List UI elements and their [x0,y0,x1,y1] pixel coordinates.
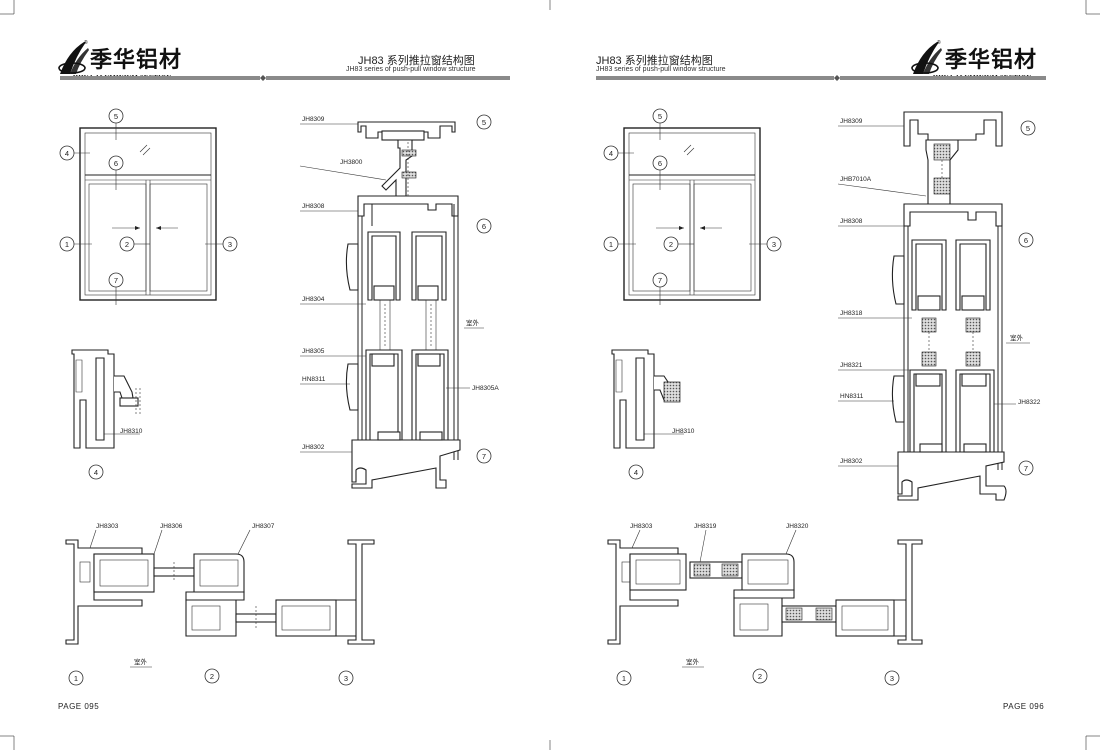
left-window-elevation [73,121,223,305]
left-horizontal-section: JH8303 JH8306 JH8307 室外 1 2 3 [65,523,375,686]
svg-text:JH8318: JH8318 [840,310,863,317]
arrow-left-icon [156,226,178,230]
svg-text:2: 2 [210,672,214,681]
right-page-subtitle: JH83 series of push-pull window structur… [596,66,726,73]
svg-text:JH8319: JH8319 [694,523,717,530]
left-callouts-elevation: 5 4 6 1 2 3 7 [59,108,238,288]
svg-text:JH8304: JH8304 [302,296,325,303]
svg-text:3: 3 [772,240,776,249]
svg-text:1: 1 [609,240,613,249]
right-page-number: PAGE 096 [1003,702,1045,711]
svg-text:2: 2 [125,240,129,249]
left-vertical-section: 室外 JH8309 JH3800 JH8308 JH8304 JH8305 HN… [299,114,499,489]
svg-text:JH8308: JH8308 [840,218,863,225]
left-page-number: PAGE 095 [58,702,100,711]
svg-text:3: 3 [344,674,348,683]
svg-text:7: 7 [1024,464,1028,473]
left-page-title: JH83 系列推拉窗结构图 [358,55,475,67]
left-page-subtitle: JH83 series of push-pull window structur… [346,66,476,73]
svg-text:JH8303: JH8303 [96,523,119,530]
svg-text:6: 6 [1024,236,1028,245]
svg-text:JH8302: JH8302 [840,458,863,465]
svg-text:JH8302: JH8302 [302,444,325,451]
svg-text:JHB7010A: JHB7010A [840,176,872,183]
svg-text:7: 7 [658,276,662,285]
svg-text:5: 5 [114,112,118,121]
right-outdoor-label-h: 室外 [686,657,700,666]
arrow-right-icon [112,226,140,230]
right-vertical-section: 室外 JH8309 JHB7010A JH8308 JH8318 JH8321 … [837,111,1041,501]
svg-text:JH8305: JH8305 [302,348,325,355]
svg-text:4: 4 [94,468,98,477]
svg-text:1: 1 [65,240,69,249]
right-page-title: JH83 系列推拉窗结构图 [596,55,713,67]
left-brand-name: 季华铝材 [90,48,183,73]
svg-text:JH3800: JH3800 [340,159,363,166]
svg-text:1: 1 [622,674,626,683]
right-header-bar [596,75,1046,81]
svg-text:JH8310: JH8310 [120,428,143,435]
svg-text:JH8310: JH8310 [672,428,695,435]
svg-text:2: 2 [758,672,762,681]
svg-text:JH8321: JH8321 [840,362,863,369]
svg-text:6: 6 [114,159,118,168]
svg-text:JH8309: JH8309 [840,118,863,125]
svg-text:HN8311: HN8311 [302,376,326,383]
left-outdoor-label-v: 室外 [466,318,480,327]
right-horizontal-section: JH8303 JH8319 JH8320 室外 1 2 3 [607,523,923,686]
svg-text:1: 1 [74,674,78,683]
svg-text:6: 6 [658,159,662,168]
svg-text:2: 2 [669,240,673,249]
svg-text:JH8303: JH8303 [630,523,653,530]
svg-text:®: ® [84,39,88,46]
svg-text:®: ® [937,39,941,46]
right-callouts-elevation: 5 4 6 1 2 3 7 [603,108,782,288]
svg-text:7: 7 [114,276,118,285]
left-outdoor-label-h: 室外 [134,657,148,666]
svg-text:5: 5 [658,112,662,121]
right-brand-name: 季华铝材 [945,48,1038,73]
arrow-right-icon [656,226,684,230]
svg-text:JH8307: JH8307 [252,523,275,530]
right-window-elevation [617,121,767,305]
svg-text:4: 4 [609,149,613,158]
svg-text:5: 5 [1026,124,1030,133]
svg-text:JH8309: JH8309 [302,116,325,123]
svg-text:6: 6 [482,222,486,231]
left-header-bar [60,75,510,81]
logo-icon: ® [58,39,89,74]
left-section-4: JH8310 4 [71,349,143,480]
svg-text:4: 4 [65,149,69,158]
svg-text:5: 5 [482,118,486,127]
svg-text:JH8305A: JH8305A [472,385,499,392]
svg-text:JH8308: JH8308 [302,203,325,210]
svg-text:JH8322: JH8322 [1018,399,1041,406]
svg-text:4: 4 [634,468,638,477]
svg-text:JH8320: JH8320 [786,523,809,530]
svg-text:HN8311: HN8311 [840,393,864,400]
svg-text:3: 3 [890,674,894,683]
logo-icon: ® [911,39,942,74]
svg-text:3: 3 [228,240,232,249]
svg-text:7: 7 [482,452,486,461]
arrow-left-icon [700,226,722,230]
right-outdoor-label-v: 室外 [1010,333,1024,342]
svg-text:JH8306: JH8306 [160,523,183,530]
right-section-4: JH8310 4 [611,349,695,480]
